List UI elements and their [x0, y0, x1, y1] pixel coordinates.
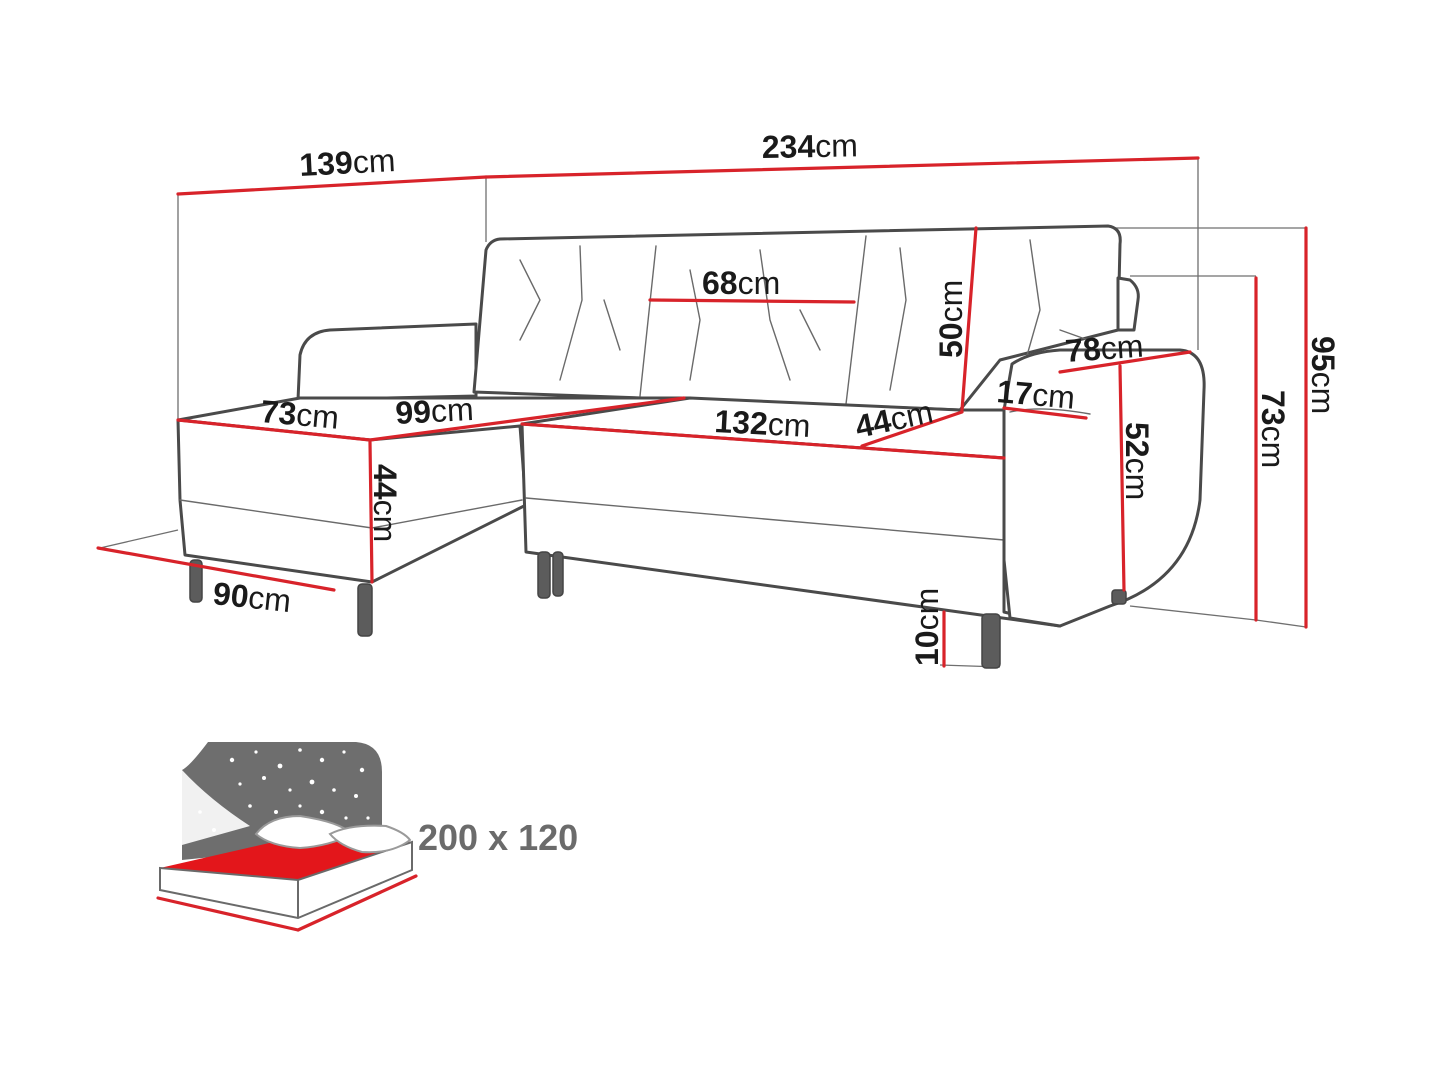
label-10: 10cm	[909, 588, 945, 666]
dim-line-234	[484, 156, 1200, 179]
chaise-base	[176, 418, 528, 584]
dim-line-139	[176, 175, 488, 196]
leg-back-right	[1111, 589, 1127, 605]
label-234: 234cm	[761, 127, 858, 165]
label-78: 78cm	[1064, 328, 1145, 369]
backrest-right-ear	[1116, 276, 1140, 332]
leg-front-left	[189, 559, 203, 603]
label-99: 99cm	[394, 391, 474, 431]
dim-line-99	[368, 396, 686, 442]
label-73-chaise: 73cm	[259, 393, 340, 436]
label-95: 95cm	[1305, 336, 1341, 414]
dim-line-44-depth	[860, 410, 964, 448]
dimension-labels: 139cm 234cm 68cm 50cm 78cm 17cm 52cm 73c…	[211, 127, 1341, 666]
moon-icon	[182, 770, 250, 845]
dim-line-17	[1002, 406, 1088, 420]
label-52: 52cm	[1119, 422, 1155, 500]
label-139: 139cm	[298, 142, 396, 183]
label-50: 50cm	[933, 280, 969, 358]
dim-line-73-chaise	[176, 418, 372, 442]
label-44-height: 44cm	[367, 464, 403, 542]
label-44-depth: 44cm	[852, 393, 936, 444]
guide-lines	[99, 158, 1307, 668]
dim-line-52	[1118, 364, 1126, 592]
dimension-lines	[96, 156, 1308, 668]
leg-front-right	[981, 613, 1001, 669]
star-icon	[198, 748, 370, 832]
dim-line-68	[648, 298, 856, 304]
sleeping-function-icon: 200 x 120	[156, 742, 578, 932]
label-73-height: 73cm	[1255, 390, 1291, 468]
label-132: 132cm	[714, 403, 812, 444]
dim-line-90	[96, 546, 336, 592]
leg-middle-right	[552, 551, 564, 597]
sofa-outline-drawing	[176, 224, 1206, 628]
sofa-legs	[189, 551, 1127, 669]
dim-line-78	[1058, 350, 1192, 374]
dim-line-132	[520, 422, 1006, 460]
label-90: 90cm	[211, 575, 293, 619]
label-68: 68cm	[702, 265, 780, 301]
right-armrest	[1002, 348, 1206, 628]
left-armrest	[296, 322, 478, 402]
dim-line-50	[960, 226, 978, 412]
leg-chaise-front	[357, 583, 373, 637]
label-17: 17cm	[995, 373, 1076, 416]
leg-middle-left	[537, 551, 551, 599]
bed-size-label: 200 x 120	[418, 817, 578, 858]
dim-line-44-height	[368, 440, 374, 584]
